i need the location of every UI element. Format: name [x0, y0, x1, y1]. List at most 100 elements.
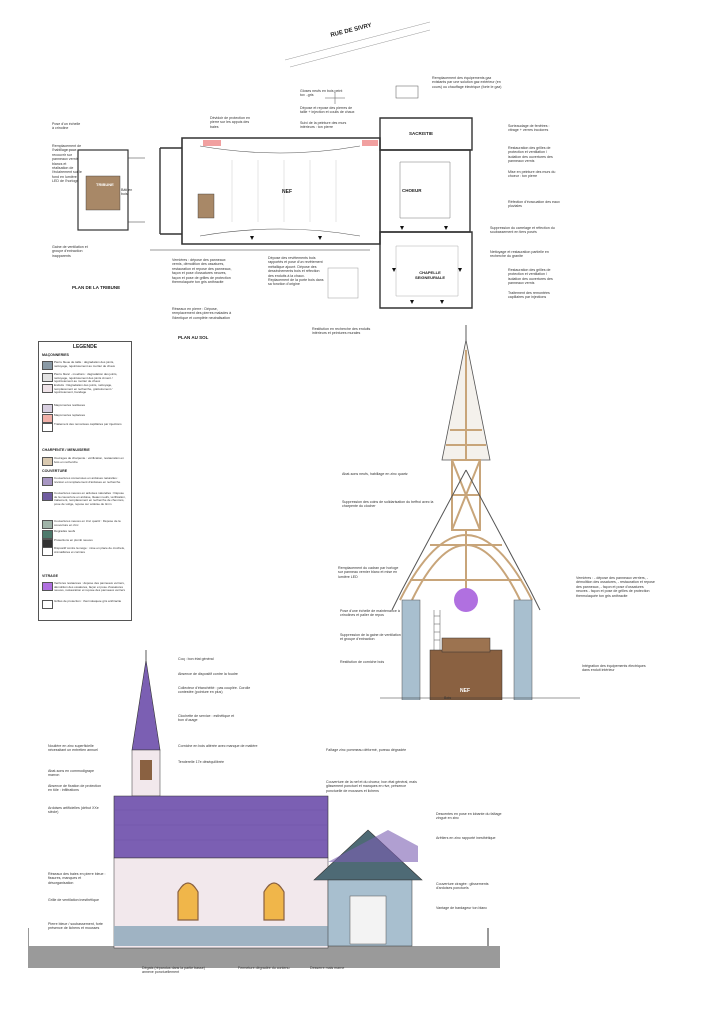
legend-swatch — [42, 520, 53, 529]
plan-note: Pose d'un échelle à crinoline — [52, 122, 81, 131]
legend-item: Couvertures neuves en zinc quartz : Dépo… — [42, 519, 128, 529]
legend-item-label: Grilles de protection : thermolaquée gri… — [54, 599, 122, 603]
legend-item-label: Verrières restaurées : dépose des pannea… — [54, 581, 126, 593]
plan-note: Remplacement de l'habillage pour recouvr… — [52, 144, 82, 184]
legend-swatch — [42, 361, 53, 370]
plan-note: Dévidoir de protection en pierre sur les… — [210, 116, 250, 129]
street-line — [289, 29, 431, 68]
section-note: Vernières : - dépose des panneaux verrie… — [576, 576, 655, 598]
legend-item-label: Couvertures neuves en ardoises naturelle… — [54, 491, 126, 506]
elev-note: Grille de ventilation inesthétique — [48, 898, 99, 902]
chapelle-label: CHAPELLE SEIGNEURIALE — [414, 270, 445, 280]
plan-note: Sorteaudage de fenêtres : vitrage + verr… — [508, 124, 550, 133]
elev-note: Couverture ciragée : glissements d'ardoi… — [436, 882, 489, 891]
legend-swatch — [42, 423, 53, 432]
elev-note: Couverture de la nef et du choeur, bon é… — [326, 780, 417, 793]
legend-swatch — [42, 477, 53, 486]
elev-note: Tenderelle 17e déséquilibrée — [178, 760, 224, 764]
section-note: Abat-sons neufs, habillage en zinc quart… — [342, 472, 408, 476]
timber-frame — [399, 350, 533, 601]
legend-item-label: Dispositif contre la neige : mise en pla… — [54, 546, 125, 554]
elev-note: Arêtiers en zinc rapporté inesthétique — [436, 836, 496, 840]
legend-swatch — [42, 373, 53, 382]
elev-note: Ardoises artificielles (début XXe siècle… — [48, 806, 99, 815]
nef-label: NEF — [282, 189, 292, 195]
plan-note: Réseaux en pierre : Dépose, remplacement… — [172, 307, 232, 320]
choeur-label: CHOEUR — [402, 188, 422, 193]
section-note: Suppression de la gaine de ventilation e… — [340, 633, 401, 642]
legend-item-label: Traitement des remontées capillaires par… — [54, 422, 122, 426]
legend: LEGENDE MAÇONNERIES CHARPENTE / MENUISER… — [38, 341, 132, 621]
elev-note: Noulière en zinc superficielle nécessita… — [48, 744, 98, 753]
plan-note: Gaine de ventilation et groupe d'extract… — [52, 245, 88, 258]
sacristie-label: SACRISTIE — [409, 131, 434, 136]
legend-item: Pierre blanc - moellons : dégradation de… — [42, 372, 128, 383]
legend-section: COUVERTURE — [42, 469, 68, 473]
floor-plan — [66, 21, 473, 309]
elev-note: Absence de dispositif contre la foudre — [178, 672, 238, 676]
legend-item: Couvertures neuves en ardoises naturelle… — [42, 491, 128, 506]
wall-left — [401, 599, 421, 700]
section-note: Suppression des coins de solidarisation … — [342, 500, 434, 509]
legend-item: Pierre bleue de taille : dégradation des… — [42, 360, 128, 370]
legend-item-label: Pierre bleue de taille : dégradation des… — [54, 360, 116, 368]
legend-item: Couvertures conservées en ardoises natur… — [42, 476, 128, 486]
legend-swatch — [42, 600, 53, 609]
elev-note: Desserre mais marne — [310, 966, 345, 970]
legend-item: Enduits : Dégradation des joints, nettoy… — [42, 383, 128, 394]
rose-window — [454, 588, 478, 612]
section-note: Remplacement du cadran par horloge sur p… — [338, 566, 399, 579]
ladder — [433, 610, 441, 650]
elev-note: Abat-sons en commodigrape marron — [48, 769, 94, 778]
wall-right — [513, 599, 533, 700]
legend-title: LEGENDE — [72, 344, 98, 350]
tribune-plan — [66, 149, 145, 231]
legend-item: Verrières restaurées : dépose des pannea… — [42, 581, 128, 593]
section-bois: Bois — [444, 696, 451, 700]
legend-item-label: Maçonneries restituées — [54, 403, 86, 407]
legend-swatch — [42, 492, 53, 501]
nave-roof — [113, 795, 329, 859]
legend-item-label: Couvertures conservées en ardoises natur… — [54, 476, 121, 484]
legend-swatch — [42, 530, 53, 539]
plan-note: Nettoyage et restauration partielle en r… — [490, 250, 549, 259]
legend-item: Ouvrages de charpente : vérification, re… — [42, 456, 128, 466]
elev-note: Réseaux des baies en pierre bleue : fiss… — [48, 872, 106, 885]
legend-item-label: Dégradés neufs — [54, 529, 76, 533]
legend-item-label: Maçonneries replacées — [54, 413, 86, 417]
plan-note: Suivi de la peinture des murs intérieurs… — [300, 121, 347, 130]
window — [177, 882, 199, 921]
legend-item: Maçonneries replacées — [42, 413, 128, 423]
section-note: Intégration des équipements électriques … — [582, 664, 646, 673]
legend-item: Dégradés neufs — [42, 529, 128, 539]
legend-swatch — [42, 547, 53, 556]
legend-swatch — [42, 404, 53, 413]
legend-section: MAÇONNERIES — [42, 353, 69, 357]
ground — [28, 946, 500, 968]
legend-section: VITRAGE — [42, 574, 58, 578]
plan-note: Réfection d'évacuation des eaux pluviale… — [508, 200, 560, 209]
plan-note: Dépose et repose des pierres de taille +… — [300, 106, 355, 115]
window — [263, 882, 285, 921]
plan-note: Traitement des remontées capillaires par… — [508, 291, 550, 300]
section-note: Restitution de corniche bois — [340, 660, 385, 664]
legend-item: Maçonneries restituées — [42, 403, 128, 413]
elev-note: Corniche en bois altérée avec manque de … — [178, 744, 258, 748]
elev-note: Fermeture dégradée du contenu — [238, 966, 290, 970]
plan-note: Bâti en bois — [121, 188, 133, 197]
plinth — [114, 926, 328, 946]
plan-detail-box — [395, 85, 419, 99]
spire-roof — [131, 659, 161, 751]
legend-swatch — [42, 384, 53, 393]
plan-note: Suppression du carrelage et réfection du… — [490, 226, 555, 235]
elev-note: Vantage de bardageur ton blanc — [436, 906, 488, 910]
plan-tribune-title: PLAN DE LA TRIBUNE — [72, 285, 121, 290]
section-note: Pose d'une échelle de maintenance à crin… — [340, 609, 400, 618]
legend-item-label: Couvertures neuves en zinc quartz : Dépo… — [54, 519, 121, 527]
south-elevation — [28, 650, 500, 968]
legend-item-label: Protections en plomb neuves — [54, 538, 93, 542]
elev-note: Coq : bon état général — [178, 657, 214, 661]
plan-note: Mise en peinture des murs du choeur : to… — [508, 170, 556, 179]
elev-note: Dégats (répandus dans la partie basse) a… — [142, 966, 205, 975]
legend-swatch — [42, 457, 53, 466]
